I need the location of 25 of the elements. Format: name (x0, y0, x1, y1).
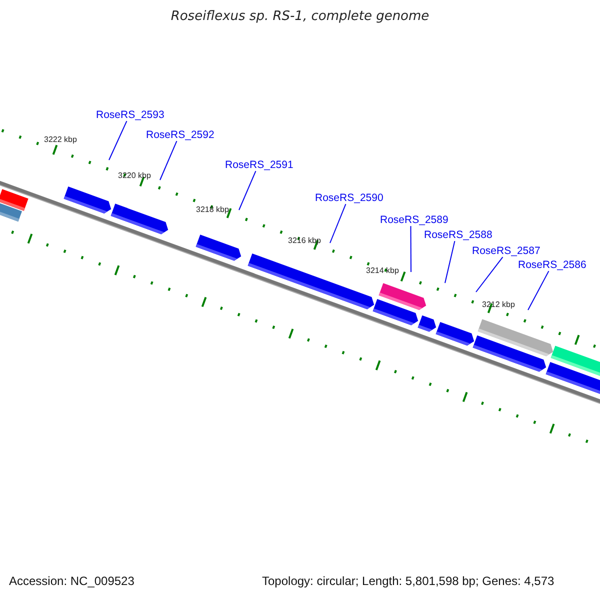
gene-label: RoseRS_2586 (518, 259, 586, 272)
leader-line (160, 140, 178, 180)
tick-label: 3220 kbp (118, 171, 151, 180)
tick-label: 3218 kbp (196, 205, 229, 214)
gene-label: RoseRS_2588 (424, 229, 492, 242)
leader-line (410, 226, 412, 272)
tick-label: 3212 kbp (482, 300, 515, 310)
leader-line (108, 120, 128, 160)
leader-line (444, 240, 456, 284)
gene-label: RoseRS_2590 (315, 192, 384, 204)
gene-label: RoseRS_2591 (225, 159, 294, 172)
genome-stats-text: Topology: circular; Length: 5,801,598 bp; Genes: 4,573 (262, 575, 554, 589)
tick-label: 3214 kbp (366, 266, 399, 276)
leader-line (330, 204, 346, 244)
leader-line (476, 256, 504, 292)
tick-label: 3216 kbp (288, 236, 321, 246)
gene-label: RoseRS_2587 (472, 245, 540, 258)
gene-label: RoseRS_2589 (380, 214, 448, 226)
gene-label: RoseRS_2592 (146, 129, 214, 142)
diagram-title: Roseiflexus sp. RS-1, complete genome (170, 10, 430, 25)
tick-label: 3222 kbp (44, 135, 77, 144)
leader-line (528, 270, 550, 310)
gene-label: RoseRS_2593 (96, 109, 164, 122)
accession-text: Accession: NC_009523 (9, 575, 134, 589)
leader-line (238, 170, 256, 210)
